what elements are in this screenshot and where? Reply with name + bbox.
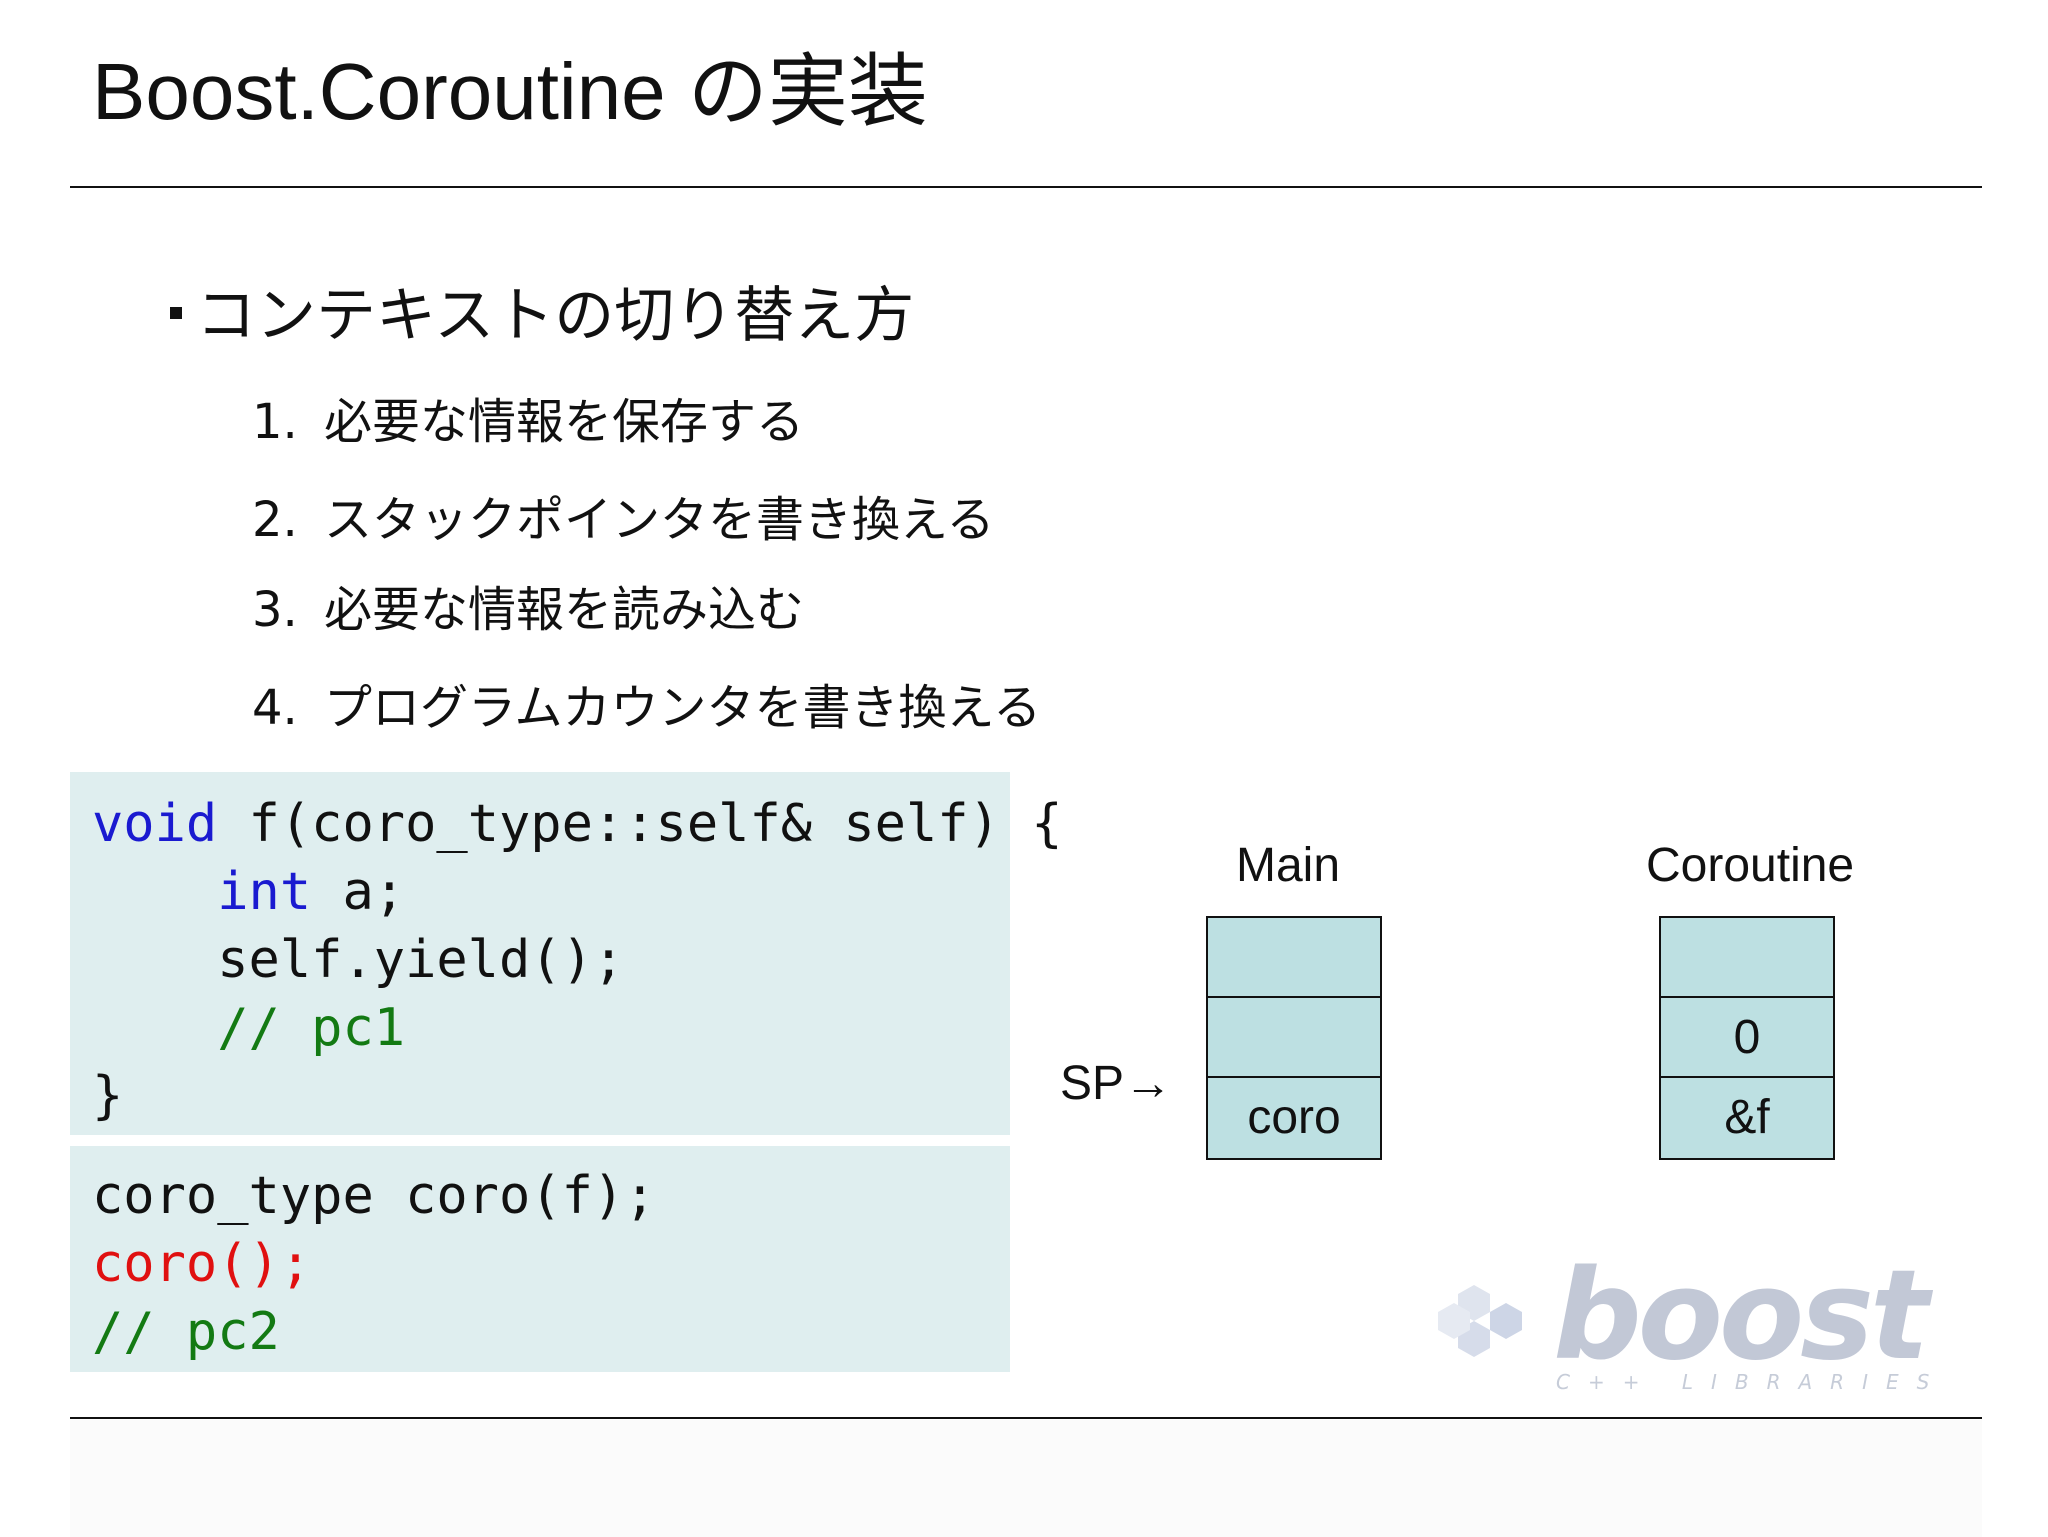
step-item: 4.プログラムカウンタを書き換える <box>252 684 1041 732</box>
stack-cell <box>1208 998 1380 1078</box>
code-indent <box>92 862 217 922</box>
hexagon-cluster-icon <box>1438 1285 1522 1357</box>
code-highlight: coro(); <box>92 1234 312 1294</box>
logo-subtitle: C++ LIBRARIES <box>1556 1370 1948 1394</box>
footer-area <box>70 1420 1982 1537</box>
code-line: // pc2 <box>92 1298 1010 1366</box>
stack-pointer-label: SP→ <box>1060 1057 1173 1110</box>
code-keyword: void <box>92 794 218 854</box>
title-divider <box>70 186 1982 188</box>
step-text: プログラムカウンタを書き換える <box>324 680 1042 736</box>
step-item: 1.必要な情報を保存する <box>252 398 804 446</box>
slide-title: Boost.Coroutine の実装 <box>92 47 928 136</box>
step-item: 3.必要な情報を読み込む <box>252 586 804 634</box>
step-number: 2. <box>252 492 298 548</box>
caller-code-block: coro_type coro(f); coro(); // pc2 <box>70 1146 1010 1372</box>
main-stack-title: Main <box>1236 839 1341 892</box>
stack-cell: coro <box>1247 1091 1341 1144</box>
step-item: 2.スタックポインタを書き換える <box>252 496 995 544</box>
section-heading: コンテキストの切り替え方 <box>170 286 914 346</box>
code-line: void f(coro_type::self& self) { <box>92 790 1063 858</box>
code-line: int a; <box>92 858 1010 926</box>
code-text: } <box>92 1066 124 1126</box>
code-text: coro_type coro(f); <box>92 1166 656 1226</box>
step-text: 必要な情報を読み込む <box>324 582 805 638</box>
step-number: 1. <box>252 394 298 450</box>
stack-cell <box>1208 918 1380 998</box>
step-number: 3. <box>252 582 298 638</box>
step-number: 4. <box>252 680 298 736</box>
section-heading-text: コンテキストの切り替え方 <box>196 281 915 351</box>
code-text: f(coro_type::self& self) { <box>217 794 1063 854</box>
code-line: coro(); <box>92 1230 1010 1298</box>
code-line: self.yield(); <box>92 926 1010 994</box>
code-line: coro_type coro(f); <box>92 1162 1010 1230</box>
step-text: 必要な情報を保存する <box>324 394 805 450</box>
logo-wordmark: boost <box>1553 1244 1929 1388</box>
boost-logo: boost C++ LIBRARIES <box>1428 1254 1938 1402</box>
code-text: a; <box>311 862 406 922</box>
code-indent <box>92 998 217 1058</box>
code-comment: // pc1 <box>217 998 406 1058</box>
step-text: スタックポインタを書き換える <box>324 492 995 548</box>
bullet-icon <box>170 307 182 320</box>
stack-cell <box>1661 918 1833 998</box>
code-comment: // pc2 <box>92 1302 280 1362</box>
coroutine-stack-title: Coroutine <box>1646 839 1855 892</box>
code-text: self.yield(); <box>92 930 625 990</box>
code-line: // pc1 <box>92 994 1010 1062</box>
function-code-block: void f(coro_type::self& self) { int a; s… <box>70 772 1063 1135</box>
code-line: } <box>92 1062 1010 1130</box>
stack-cell: 0 <box>1661 998 1833 1078</box>
footer-divider <box>70 1417 1982 1419</box>
main-stack: coro <box>1206 916 1382 1160</box>
stack-cell: &f <box>1724 1091 1770 1144</box>
code-keyword: int <box>217 862 312 922</box>
coroutine-stack: 0 &f <box>1659 916 1835 1160</box>
